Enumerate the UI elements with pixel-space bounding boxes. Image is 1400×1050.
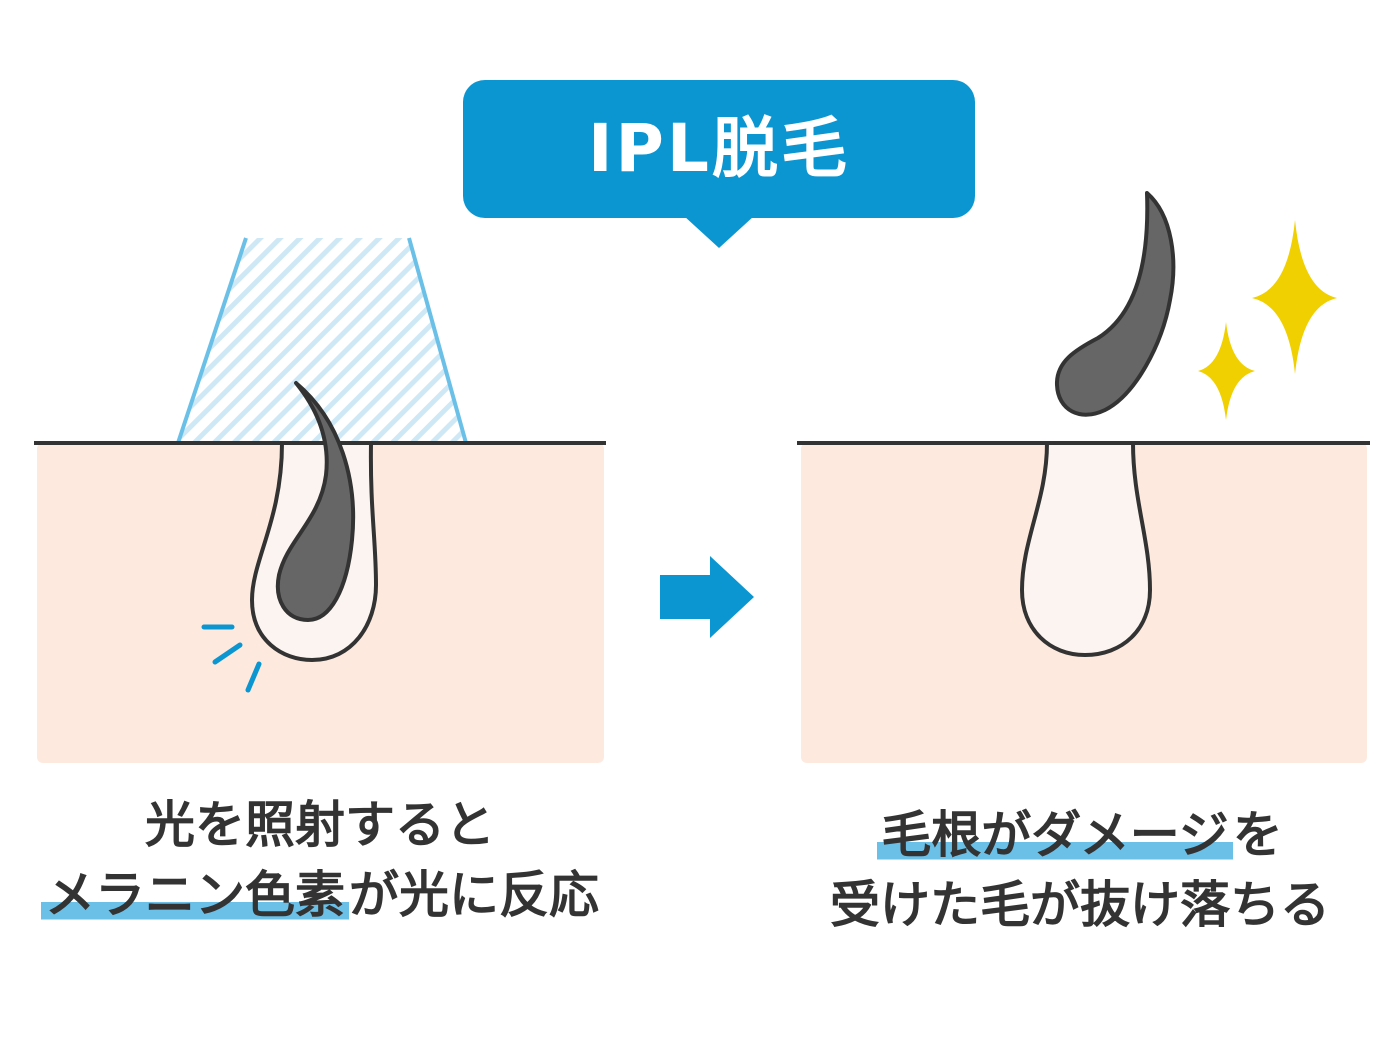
right-caption-line1: 毛根がダメージを xyxy=(760,800,1400,870)
right-panel xyxy=(797,191,1370,763)
right-arrow-icon xyxy=(660,556,754,638)
sparkle-icon-large xyxy=(1252,220,1337,374)
light-beam xyxy=(178,238,466,443)
title-bubble: IPL脱毛 xyxy=(463,80,975,248)
left-panel xyxy=(34,237,606,763)
left-caption-line2-rest: が光に反応 xyxy=(349,866,599,924)
reaction-burst-icon xyxy=(201,624,262,693)
hair-falling xyxy=(1054,191,1176,417)
page-title: IPL脱毛 xyxy=(588,110,850,187)
left-caption-line2: メラニン色素が光に反応 xyxy=(0,860,640,930)
hair-follicle-right xyxy=(1020,441,1152,657)
right-caption: 毛根がダメージを 受けた毛が抜け落ちる xyxy=(760,800,1400,940)
left-caption-highlight: メラニン色素 xyxy=(41,866,349,924)
left-caption: 光を照射すると メラニン色素が光に反応 xyxy=(0,790,640,930)
hair-left xyxy=(275,381,356,622)
left-caption-line1: 光を照射すると xyxy=(145,796,495,854)
right-caption-line1-rest: を xyxy=(1232,806,1283,864)
sparkle-icon-small xyxy=(1198,322,1255,420)
right-caption-line2: 受けた毛が抜け落ちる xyxy=(830,876,1330,934)
right-caption-highlight: 毛根がダメージ xyxy=(877,806,1233,864)
